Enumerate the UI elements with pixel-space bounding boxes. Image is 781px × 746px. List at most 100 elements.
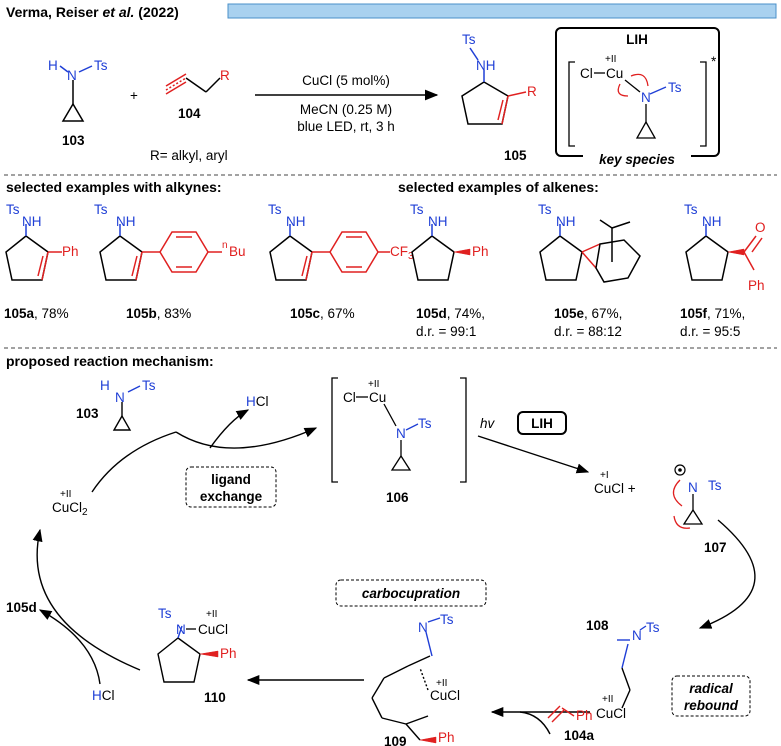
complex-106-ox: +II	[368, 379, 379, 390]
structure-105d	[411, 224, 471, 281]
example-105e: 105e, 67%,	[554, 306, 622, 321]
cucl2-return-arrow	[91, 431, 177, 493]
prod-110-ts: Ts	[158, 606, 172, 621]
cucl2-label: CuCl2	[52, 500, 88, 518]
structure-105c	[269, 224, 390, 281]
atom-h: H	[48, 58, 58, 73]
radical-107-bonds	[672, 479, 704, 529]
int-109-ox: +II	[436, 678, 447, 689]
prod-110-ph: Ph	[220, 646, 237, 661]
example-105c: 105c, 67%	[290, 306, 355, 321]
atom-ts-105d: Ts	[410, 202, 424, 217]
atom-ts-105a: Ts	[6, 202, 20, 217]
atom-ph-105a: Ph	[62, 244, 79, 259]
lih-bonds	[617, 73, 667, 139]
example-105f: 105f, 71%,	[680, 306, 745, 321]
lih-badge-label: LIH	[531, 416, 553, 431]
condition-catalyst: CuCl (5 mol%)	[302, 73, 390, 88]
imine-108-ts-bond	[639, 625, 647, 631]
complex-106-n: N	[396, 426, 406, 441]
lih-ts: Ts	[668, 80, 682, 95]
complex-106-cl: Cl	[343, 390, 356, 405]
atom-o-105f: O	[755, 220, 766, 235]
imine-108	[617, 639, 631, 709]
cucl-plus: CuCl +	[594, 481, 636, 496]
imine-108-ts: Ts	[646, 620, 660, 635]
lih-n: N	[641, 90, 651, 105]
atom-nh-105: NH	[476, 58, 496, 73]
radical-rebound-box	[671, 675, 751, 717]
atom-r-104: R	[220, 68, 230, 83]
mech-label-108: 108	[586, 618, 609, 633]
radical-dot-core	[678, 468, 682, 472]
ligand-exchange-arrow	[175, 427, 318, 449]
example-105d-dr: d.r. = 99:1	[416, 324, 476, 339]
atom-ph-105f: Ph	[748, 278, 765, 293]
carbocupration-box	[335, 579, 487, 607]
title-bar	[227, 3, 777, 19]
int-109-ph: Ph	[438, 730, 455, 745]
cucl2-oxidation: +II	[60, 489, 71, 500]
compound-105	[461, 47, 527, 125]
styrene-ph: Ph	[576, 708, 593, 723]
atom-ts-105f: Ts	[684, 202, 698, 217]
styrene-addition-arrow	[519, 711, 551, 735]
atom-cf3: CF3	[390, 244, 414, 262]
compound-104	[165, 73, 221, 95]
atom-nh-105a: NH	[22, 214, 42, 229]
ring-opening-arrow	[698, 519, 756, 629]
atom-n-superscript: n	[222, 240, 228, 251]
mech-atom-h: H	[100, 378, 110, 393]
mech-compound-103	[112, 385, 141, 431]
hcl-release-arrow	[209, 409, 250, 449]
cu-108-ox: +II	[602, 694, 613, 705]
complex-106-cu: Cu	[369, 390, 386, 405]
cucl-ox: +I	[600, 470, 609, 481]
atom-nh-105c: NH	[286, 214, 306, 229]
radical-107-n: N	[688, 480, 698, 495]
example-105a: 105a, 78%	[4, 306, 69, 321]
atom-r-105: R	[527, 84, 537, 99]
example-105f-dr: d.r. = 95:5	[680, 324, 740, 339]
ligand-exchange-line1: ligand	[211, 472, 251, 487]
int-109-n: N	[418, 620, 428, 635]
mech-hcl-out: HCl	[246, 394, 269, 409]
atom-ts-105b: Ts	[94, 202, 108, 217]
atom-ts-105e: Ts	[538, 202, 552, 217]
atom-nh-105e: NH	[556, 214, 576, 229]
key-species-label: key species	[599, 152, 675, 167]
atom-nh-105b: NH	[116, 214, 136, 229]
label-105: 105	[504, 148, 527, 163]
structure-105e	[539, 219, 641, 283]
product-release-arrow	[38, 609, 101, 685]
intermediate-109	[371, 631, 437, 744]
section-alkenes: selected examples of alkenes:	[398, 179, 599, 195]
lih-title: LIH	[626, 32, 648, 47]
atom-ph-105d: Ph	[472, 244, 489, 259]
structure-105a	[5, 224, 62, 281]
mech-atom-ts: Ts	[142, 378, 156, 393]
plus-sign: +	[130, 88, 138, 103]
carbocupration-label: carbocupration	[362, 586, 460, 601]
radical-rebound-line1: radical	[689, 681, 733, 696]
key-species-bg	[583, 149, 691, 169]
hv-label: hv	[480, 416, 496, 431]
structure-105f	[685, 224, 763, 281]
section-alkynes: selected examples with alkynes:	[6, 179, 222, 195]
condition-light: blue LED, rt, 3 h	[297, 119, 395, 134]
lih-star: *	[711, 54, 717, 69]
catalytic-cycle-arrow	[32, 528, 141, 671]
example-105b: 105b, 83%	[126, 306, 191, 321]
mech-label-104a: 104a	[564, 728, 595, 743]
complex-106-bonds	[383, 403, 419, 471]
radical-107-ts: Ts	[708, 478, 722, 493]
section-mechanism: proposed reaction mechanism:	[6, 353, 214, 369]
atom-bu: Bu	[229, 244, 246, 259]
lih-cl: Cl	[580, 66, 593, 81]
mech-label-106: 106	[386, 490, 409, 505]
complex-106-brackets	[331, 377, 467, 483]
mech-label-107: 107	[704, 540, 727, 555]
radical-rebound-line2: rebound	[684, 698, 739, 713]
condition-solvent: MeCN (0.25 M)	[300, 102, 392, 117]
example-105e-dr: d.r. = 88:12	[554, 324, 622, 339]
